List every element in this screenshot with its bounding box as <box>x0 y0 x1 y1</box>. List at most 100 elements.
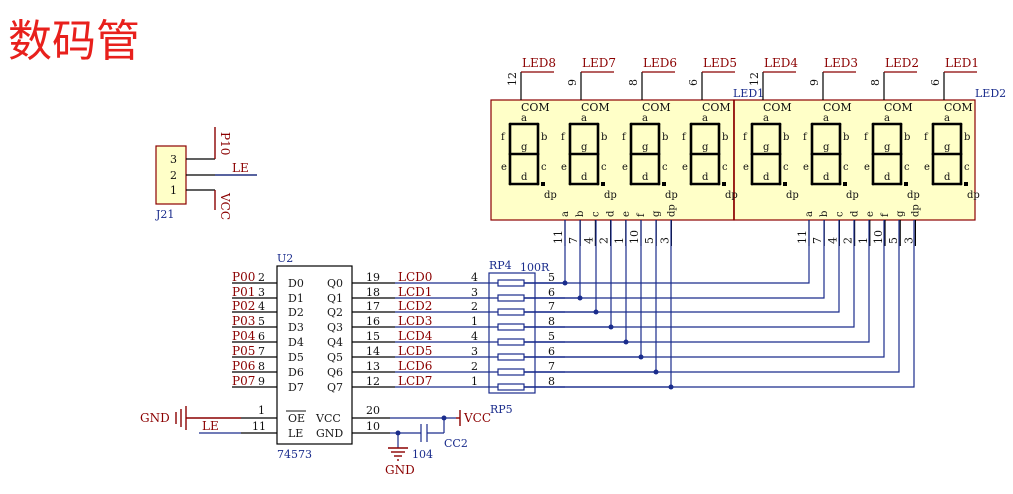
resistor-right-num: 6 <box>548 345 555 358</box>
u2-part: 74573 <box>277 448 312 461</box>
display-pin-letter: f <box>880 212 891 217</box>
resistor-right-num: 7 <box>548 300 555 313</box>
segment-dp <box>904 182 908 186</box>
u2-input-pin: D7 <box>288 381 304 394</box>
seg-label-b: b <box>541 132 547 143</box>
u2-vcc-num: 20 <box>366 404 380 417</box>
display-pin-number: 3 <box>902 237 915 244</box>
u2-input-net: P02 <box>232 299 255 313</box>
u2-input-net: P00 <box>232 270 255 284</box>
com-pin-number: 9 <box>808 79 821 86</box>
rp5-name: RP5 <box>490 403 513 416</box>
j21-body <box>155 145 187 205</box>
com-label: COM <box>642 101 671 114</box>
u2-output-pin: Q1 <box>327 292 343 305</box>
u2-input-pin: D6 <box>288 366 304 379</box>
display-pin-letter: f <box>636 212 647 217</box>
u2-input-net: P01 <box>232 285 255 299</box>
seg-label-g: g <box>581 142 588 153</box>
digit-net-label: LED4 <box>764 56 798 70</box>
u2-input-pin: D0 <box>288 277 304 290</box>
u2-gnd-num: 10 <box>366 420 380 433</box>
segment-dp <box>601 182 605 186</box>
seg-label-b: b <box>843 132 849 143</box>
seg-label-c: c <box>662 162 668 173</box>
seg-label-e: e <box>501 162 507 173</box>
seg-label-f: f <box>864 132 869 143</box>
u2-output-pin: Q5 <box>327 351 343 364</box>
display-pin-number: 7 <box>811 237 824 244</box>
seg-label-e: e <box>864 162 870 173</box>
display-pin-letter: c <box>590 211 601 217</box>
com-pin-number: 6 <box>687 79 700 86</box>
seg-label-a: a <box>763 113 769 124</box>
u2-output-num: 13 <box>366 360 380 373</box>
seg-label-a: a <box>642 113 648 124</box>
com-pin-number: 6 <box>929 79 942 86</box>
rp4-name: RP4 <box>489 259 512 272</box>
cap-value: 104 <box>412 448 433 461</box>
display-pin-letter: c <box>834 211 845 217</box>
u2-input-num: 3 <box>258 286 265 299</box>
seg-label-d: d <box>763 172 770 183</box>
resistor <box>497 338 525 346</box>
u2-input-net: P06 <box>232 359 255 373</box>
u2-input-pin: D4 <box>288 336 304 349</box>
seg-label-b: b <box>904 132 910 143</box>
display-pin-number: 7 <box>567 237 580 244</box>
display-pin-number: 11 <box>796 230 809 244</box>
junction-dots <box>562 280 674 390</box>
resistor-left-num: 4 <box>471 271 478 284</box>
seg-label-e: e <box>622 162 628 173</box>
u2-output-pin: Q2 <box>327 306 343 319</box>
digit-net-label: LED3 <box>824 56 858 70</box>
j21-net-le: LE <box>232 161 249 175</box>
resistor <box>497 368 525 376</box>
u2-input-num: 7 <box>258 345 265 358</box>
display-pin-letter: e <box>621 211 632 217</box>
resistor <box>497 353 525 361</box>
u2-input-num: 5 <box>258 315 265 328</box>
u2-output-pin: Q4 <box>327 336 343 349</box>
seg-label-a: a <box>823 113 829 124</box>
seg-label-g: g <box>823 142 830 153</box>
resistor-right-num: 5 <box>548 271 555 284</box>
u2-input-net: P07 <box>232 374 255 388</box>
u2-input-num: 9 <box>258 375 265 388</box>
display-pin-letter: g <box>895 210 906 217</box>
vcc-label: VCC <box>463 411 491 425</box>
seg-label-b: b <box>601 132 607 143</box>
seg-label-g: g <box>884 142 891 153</box>
u2-output-net: LCD2 <box>398 299 432 313</box>
j21-name: J21 <box>155 208 174 221</box>
u2-input-net: P05 <box>232 344 255 358</box>
display-pin-number: 2 <box>842 237 855 244</box>
resistor <box>497 294 525 302</box>
segment-dp <box>843 182 847 186</box>
segment-dp <box>662 182 666 186</box>
display-pin-number: 3 <box>658 237 671 244</box>
display-pin-letter: b <box>819 211 830 217</box>
power-wires <box>390 417 456 448</box>
seg-label-dp: dp <box>604 190 617 201</box>
display-pin-number: 4 <box>826 237 839 244</box>
j21-pin-2: 2 <box>170 169 177 182</box>
display-pin-number: 5 <box>887 237 900 244</box>
seg-label-c: c <box>843 162 849 173</box>
display-pin-letter: e <box>865 211 876 217</box>
com-label: COM <box>823 101 852 114</box>
resistor-left-num: 4 <box>471 330 478 343</box>
resistor <box>497 383 525 391</box>
u2-output-num: 18 <box>366 286 380 299</box>
seg-label-d: d <box>581 172 588 183</box>
resistor-right-num: 5 <box>548 330 555 343</box>
le-net-label: LE <box>202 419 219 433</box>
com-pin-number: 12 <box>748 72 761 86</box>
display-pin-number: 10 <box>628 230 641 244</box>
display-name-left: LED1 <box>733 87 764 100</box>
u2-output-net: LCD7 <box>398 374 432 388</box>
